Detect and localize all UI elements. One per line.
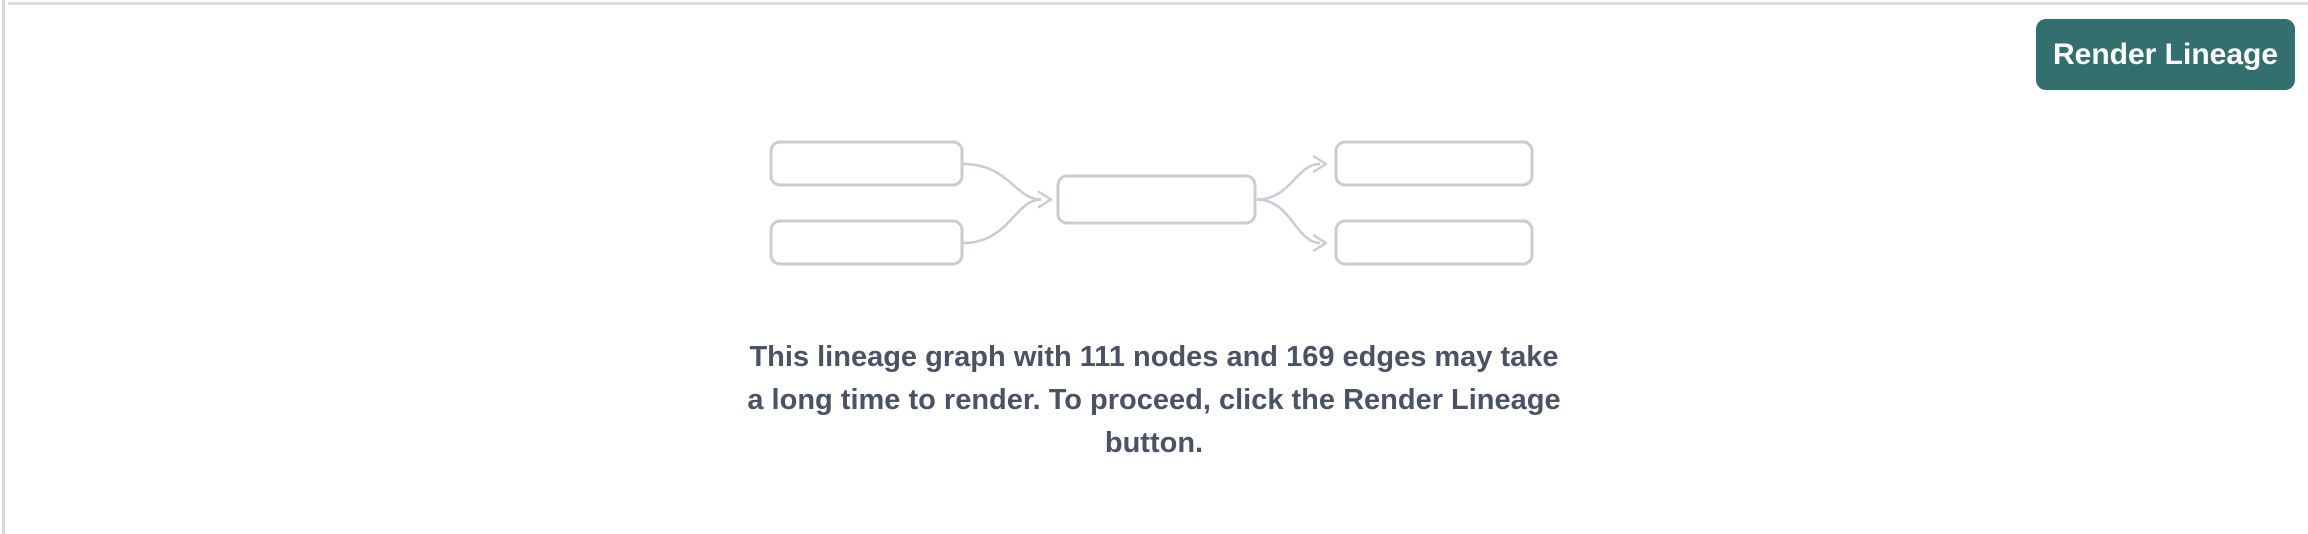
graph-node-box (769, 219, 964, 266)
panel-left-border (2, 0, 5, 534)
graph-edge-arrow (1256, 198, 1321, 245)
graph-edge-arrow (962, 198, 1042, 245)
arrowhead-icon (1312, 155, 1328, 173)
message-line: button. (1104, 427, 1204, 459)
panel-top-border (8, 2, 2308, 5)
render-lineage-button[interactable]: Render Lineage (2036, 19, 2295, 90)
graph-edge-arrow (962, 162, 1042, 201)
lineage-placeholder-svg (769, 140, 1534, 266)
message-line: This lineage graph with 111 nodes and 16… (749, 341, 1559, 373)
arrowhead-icon (1312, 234, 1328, 252)
graph-edge-arrow (1256, 162, 1321, 201)
graph-node-box (769, 140, 964, 187)
arrowhead-icon (1037, 190, 1053, 209)
graph-node-box (1334, 219, 1534, 266)
graph-node-box (1056, 174, 1257, 225)
graph-node-box (1334, 140, 1534, 187)
render-warning-message: This lineage graph with 111 nodes and 16… (654, 336, 1654, 465)
message-line: a long time to render. To proceed, click… (747, 384, 1561, 416)
lineage-placeholder-graphic (769, 140, 1539, 270)
